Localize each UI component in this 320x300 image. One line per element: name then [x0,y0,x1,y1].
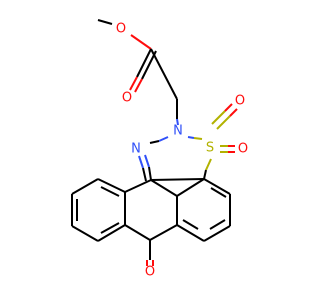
sulfonyl-nitrogen-label: N [173,124,183,139]
bond-carbonyl-carbon-ch2 [150,48,178,100]
bond-right-ring-inner-b [209,219,226,230]
bond-carbonyl-oxygen-double-a [129,76,138,91]
bond-imine-nitrogen-carbon-c [138,155,144,169]
bond-carbonyl-carbon-double-a [136,48,152,78]
bond-imine-nitrogen-carbon-b [148,166,152,181]
carbonyl-oxygen-label: O [122,91,132,106]
bond-core-d [176,178,205,197]
bond-left-ring-e [97,224,126,242]
bond-carbonyl-oxygen-double-b [134,78,143,93]
bond-imine-nitrogen-carbon-a [144,154,150,168]
chemical-structure-diagram: O O N N S O O O [71,19,248,280]
ketone-oxygen-label: O [145,265,155,280]
bond-right-ring-d [176,224,205,242]
bond-core-b [124,179,152,193]
bond-sulfur-upper-oxygen-b [224,103,233,112]
bond-nitrogen-nitrogen-center [149,140,160,144]
bond-imine-nitrogen-carbon-d [142,167,147,182]
bond-right-ring-inner-a [210,187,227,198]
bond-nitrogen-nitrogen [158,136,169,142]
bond-right-ring-a [203,178,231,195]
ester-oxygen-label: O [116,22,126,37]
bond-sulfonyl-nitrogen-left [187,136,195,139]
bond-sulfur-upper-oxygen-c [216,115,231,130]
sulfonyl-lower-oxygen-label: O [238,142,248,157]
bond-left-ring-inner-c [100,222,120,234]
bond-left-ring-d [71,225,99,242]
bond-sulfur-aromatic-carbon-black [203,169,207,180]
bond-ch2-nitrogen-colored [176,118,179,126]
sulfur-label: S [206,141,214,156]
bond-methyl-ester-oxygen [97,19,113,25]
bond-left-ring-b [71,178,99,195]
atom-label-layer: O O N N S O O O [116,22,248,280]
imine-nitrogen-label: N [131,142,141,157]
bond-core-c [150,179,178,197]
bond-left-ring-a [97,178,126,193]
bond-ester-oxygen-carbon [130,34,152,50]
bond-sulfur-upper-oxygen-a [211,110,226,125]
bond-left-ring-inner-a [100,186,120,197]
bond-core-f [149,224,178,241]
sulfonyl-upper-oxygen-label: O [235,94,245,109]
bond-core-a [150,178,205,181]
bond-core-g [124,224,151,241]
bond-sulfonyl-nitrogen-right [193,137,203,140]
bond-sulfur-upper-oxygen-d [229,108,238,117]
bond-layer [71,19,238,266]
bond-right-ring-c [203,225,231,242]
bond-right-ring-inner-c [182,219,199,230]
bond-sulfur-aromatic-carbon [205,158,212,171]
